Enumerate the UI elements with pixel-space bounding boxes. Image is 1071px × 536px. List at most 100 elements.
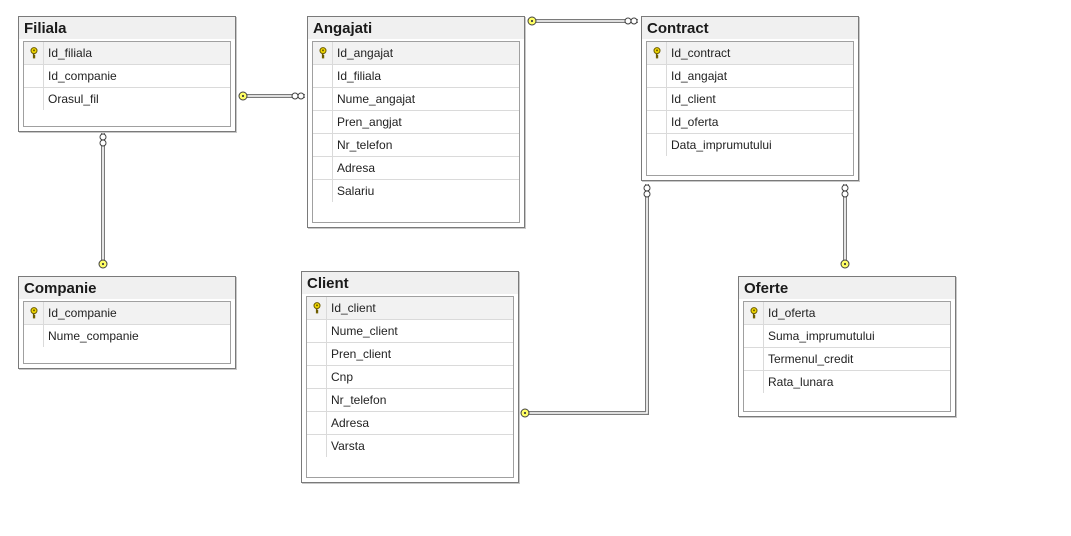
column-row[interactable]: Pren_angjat xyxy=(313,111,519,134)
row-selector[interactable] xyxy=(647,111,667,133)
column-name: Id_contract xyxy=(671,46,731,60)
column-row[interactable]: Id_companie xyxy=(24,65,230,88)
column-row[interactable]: Termenul_credit xyxy=(744,348,950,371)
column-row[interactable]: Adresa xyxy=(313,157,519,180)
row-selector[interactable] xyxy=(24,65,44,87)
column-name: Nume_companie xyxy=(48,329,139,343)
row-selector[interactable] xyxy=(313,180,333,202)
column-name: Rata_lunara xyxy=(768,375,834,389)
column-row[interactable]: Id_client xyxy=(307,297,513,320)
many-end-infinity-icon xyxy=(99,133,107,147)
rel-filiala-angajati[interactable] xyxy=(238,91,305,101)
column-row[interactable]: Id_companie xyxy=(24,302,230,325)
row-selector[interactable] xyxy=(744,325,764,347)
column-row[interactable]: Rata_lunara xyxy=(744,371,950,393)
table-title[interactable]: Contract xyxy=(642,17,858,39)
row-selector[interactable] xyxy=(24,42,44,64)
row-selector[interactable] xyxy=(313,42,333,64)
one-end-key-icon xyxy=(98,259,108,269)
column-name: Pren_client xyxy=(331,347,392,361)
column-row[interactable]: Id_angajat xyxy=(647,65,853,88)
row-selector[interactable] xyxy=(313,134,333,156)
column-row[interactable]: Id_contract xyxy=(647,42,853,65)
column-name: Varsta xyxy=(331,439,365,453)
row-selector[interactable] xyxy=(313,157,333,179)
row-selector[interactable] xyxy=(307,435,327,457)
column-name: Orasul_fil xyxy=(48,92,99,106)
row-selector[interactable] xyxy=(24,88,44,110)
row-selector[interactable] xyxy=(307,297,327,319)
row-selector[interactable] xyxy=(313,65,333,87)
column-row[interactable]: Varsta xyxy=(307,435,513,457)
column-name: Adresa xyxy=(337,161,376,175)
rel-companie-filiala[interactable] xyxy=(98,133,108,269)
column-row[interactable]: Nr_telefon xyxy=(307,389,513,412)
many-end-infinity-icon xyxy=(643,184,651,198)
one-end-key-icon xyxy=(520,408,530,418)
one-end-key-icon xyxy=(527,16,537,26)
row-selector[interactable] xyxy=(744,302,764,324)
table-title[interactable]: Companie xyxy=(19,277,235,299)
row-selector[interactable] xyxy=(647,134,667,156)
row-selector[interactable] xyxy=(744,348,764,370)
table-title[interactable]: Client xyxy=(302,272,518,294)
column-name: Id_angajat xyxy=(337,46,394,60)
column-row[interactable]: Nume_client xyxy=(307,320,513,343)
row-selector[interactable] xyxy=(647,88,667,110)
row-selector[interactable] xyxy=(313,88,333,110)
row-selector[interactable] xyxy=(313,111,333,133)
table-title[interactable]: Angajati xyxy=(308,17,524,39)
column-name: Id_filiala xyxy=(48,46,93,60)
column-row[interactable]: Pren_client xyxy=(307,343,513,366)
rel-client-contract[interactable] xyxy=(520,184,651,418)
column-row[interactable]: Nume_companie xyxy=(24,325,230,347)
column-row[interactable]: Cnp xyxy=(307,366,513,389)
many-end-infinity-icon xyxy=(624,17,638,25)
column-row[interactable]: Id_oferta xyxy=(647,111,853,134)
row-selector[interactable] xyxy=(24,302,44,324)
column-row[interactable]: Nume_angajat xyxy=(313,88,519,111)
column-name: Id_filiala xyxy=(337,69,382,83)
many-end-infinity-icon xyxy=(291,92,305,100)
row-selector[interactable] xyxy=(647,65,667,87)
column-name: Id_companie xyxy=(48,306,117,320)
column-row[interactable]: Suma_imprumutului xyxy=(744,325,950,348)
column-name: Termenul_credit xyxy=(768,352,854,366)
table-title[interactable]: Filiala xyxy=(19,17,235,39)
column-row[interactable]: Id_angajat xyxy=(313,42,519,65)
row-selector[interactable] xyxy=(307,366,327,388)
column-row[interactable]: Id_oferta xyxy=(744,302,950,325)
row-selector[interactable] xyxy=(307,389,327,411)
column-row[interactable]: Data_imprumutului xyxy=(647,134,853,156)
rel-oferte-contract[interactable] xyxy=(840,184,850,269)
row-selector[interactable] xyxy=(307,320,327,342)
rel-angajati-contract[interactable] xyxy=(527,16,638,26)
column-name: Id_oferta xyxy=(768,306,816,320)
column-row[interactable]: Adresa xyxy=(307,412,513,435)
row-selector[interactable] xyxy=(647,42,667,64)
column-row[interactable]: Orasul_fil xyxy=(24,88,230,110)
row-selector[interactable] xyxy=(24,325,44,347)
row-selector[interactable] xyxy=(307,343,327,365)
column-row[interactable]: Id_filiala xyxy=(24,42,230,65)
table-title[interactable]: Oferte xyxy=(739,277,955,299)
column-row[interactable]: Nr_telefon xyxy=(313,134,519,157)
one-end-key-icon xyxy=(238,91,248,101)
column-row[interactable]: Id_client xyxy=(647,88,853,111)
primary-key-icon xyxy=(652,47,662,59)
row-selector[interactable] xyxy=(307,412,327,434)
many-end-infinity-icon xyxy=(841,184,849,198)
row-selector[interactable] xyxy=(744,371,764,393)
column-row[interactable]: Salariu xyxy=(313,180,519,202)
column-row[interactable]: Id_filiala xyxy=(313,65,519,88)
